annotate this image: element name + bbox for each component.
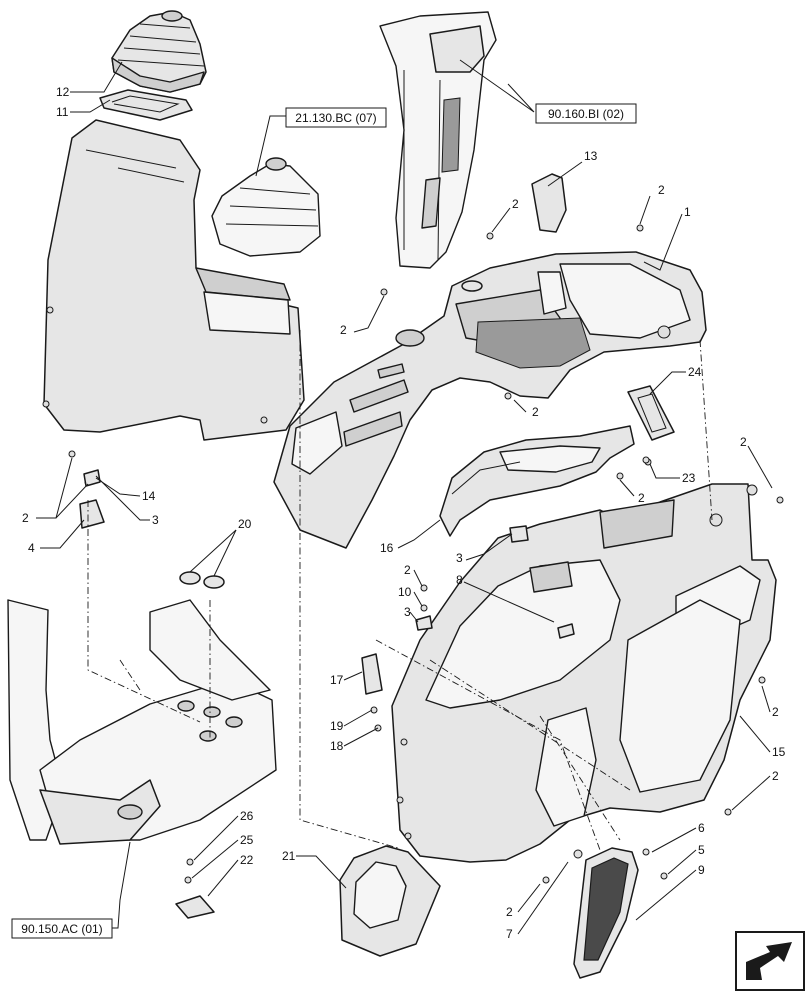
callout-8: 8: [456, 573, 463, 587]
callout-2: 2: [506, 905, 513, 919]
callout-2: 2: [340, 323, 347, 337]
callout-2: 2: [658, 183, 665, 197]
callout-4: 4: [28, 541, 35, 555]
pillar-reference-part: [379, 11, 497, 269]
plate-part-22: [175, 895, 215, 919]
callout-11: 11: [56, 105, 69, 119]
callout-15: 15: [772, 745, 786, 759]
callout-1: 1: [684, 205, 691, 219]
callout-26: 26: [240, 809, 254, 823]
cluster-shroud-part-16: [439, 425, 635, 537]
callout-24: 24: [688, 365, 702, 379]
callout-23: 23: [682, 471, 696, 485]
callout-2: 2: [532, 405, 539, 419]
callout-3: 3: [456, 551, 463, 565]
callout-labels: 12 11 13 2 2 1 2 2 24 2 23 2 2 14 3 4 20…: [22, 85, 786, 941]
ref-box-21130bc: 21.130.BC (07): [285, 107, 387, 128]
callout-12: 12: [56, 85, 70, 99]
callout-2: 2: [740, 435, 747, 449]
callout-13: 13: [584, 149, 598, 163]
callout-9: 9: [698, 863, 705, 877]
grommets-part-20: [179, 571, 225, 589]
callout-21: 21: [282, 849, 296, 863]
joystick-boot-part-12: [111, 10, 207, 93]
callout-19: 19: [330, 719, 344, 733]
leader-lines: [36, 59, 773, 935]
callout-3: 3: [404, 605, 411, 619]
floor-reference-part: [7, 599, 277, 845]
boot-frame-part-11: [99, 89, 193, 121]
callout-10: 10: [398, 585, 412, 599]
svg-text:90.150.AC (01): 90.150.AC (01): [21, 922, 102, 936]
callout-2: 2: [22, 511, 29, 525]
callout-3: 3: [152, 513, 159, 527]
callout-20: 20: [238, 517, 252, 531]
callout-16: 16: [380, 541, 394, 555]
grille-part-9: [573, 847, 639, 979]
tray-part-21: [339, 845, 441, 957]
callout-2: 2: [404, 563, 411, 577]
bracket-part-24: [627, 385, 675, 441]
left-console-part-14: [42, 119, 305, 441]
ref-box-90160bi: 90.160.BI (02): [535, 103, 637, 124]
svg-text:90.160.BI (02): 90.160.BI (02): [548, 107, 624, 121]
callout-18: 18: [330, 739, 344, 753]
bracket-part-17: [361, 653, 383, 695]
trim-cover-part-13: [531, 173, 567, 233]
callout-2: 2: [772, 769, 779, 783]
callout-22: 22: [240, 853, 254, 867]
callout-6: 6: [698, 821, 705, 835]
joystick-reference-shape: [211, 157, 321, 257]
svg-text:21.130.BC (07): 21.130.BC (07): [295, 111, 376, 125]
callout-5: 5: [698, 843, 705, 857]
callout-17: 17: [330, 673, 344, 687]
callout-2: 2: [772, 705, 779, 719]
fasteners: [68, 224, 784, 884]
upper-dash-panel-part-1: [273, 251, 707, 549]
lower-body-part-15: [391, 483, 777, 863]
ref-box-90150ac: 90.150.AC (01): [11, 918, 113, 939]
next-page-arrow-icon[interactable]: [735, 931, 805, 991]
callout-2: 2: [512, 197, 519, 211]
callout-7: 7: [506, 927, 513, 941]
assembly-lines: [87, 330, 713, 851]
callout-2: 2: [638, 491, 645, 505]
callout-14: 14: [142, 489, 156, 503]
callout-25: 25: [240, 833, 254, 847]
